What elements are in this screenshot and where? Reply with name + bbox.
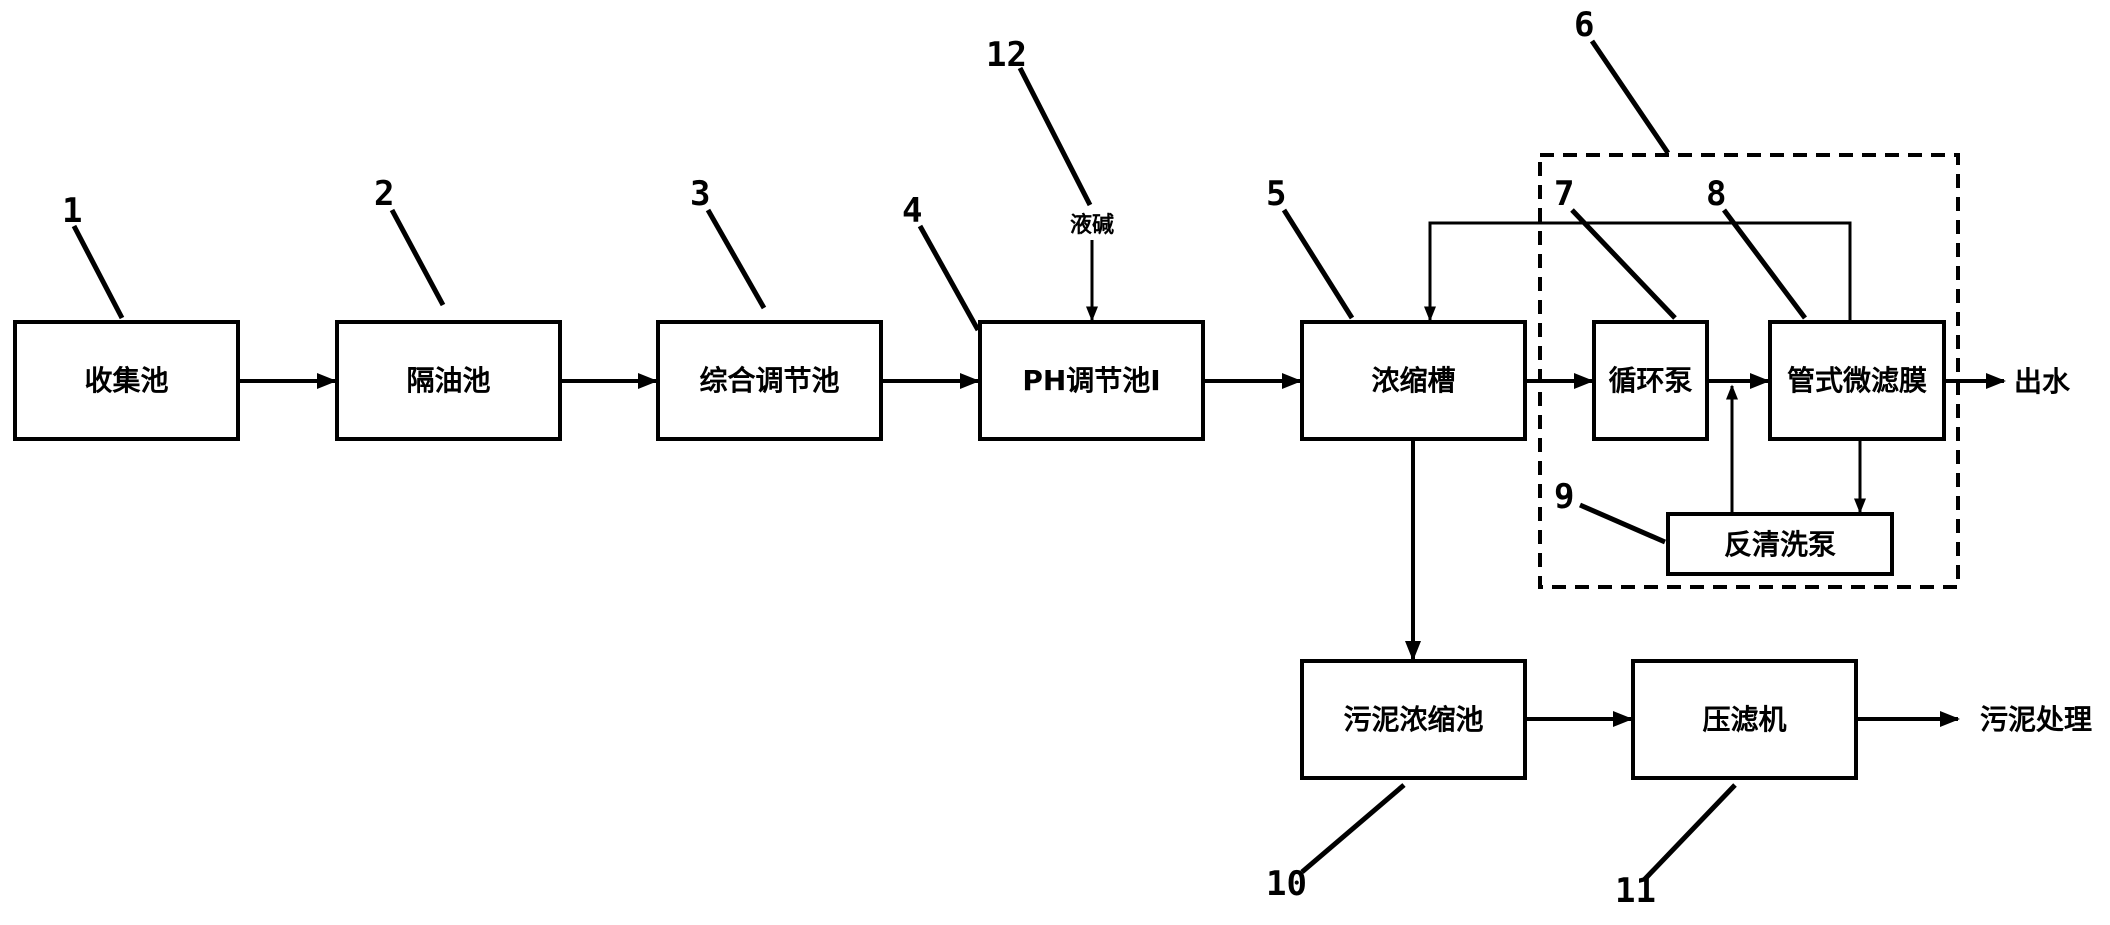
ref-10: 10	[1266, 783, 1406, 904]
box-ph-adjustment-tank: PH调节池Ⅰ	[978, 320, 1205, 441]
box-equalization-tank: 综合调节池	[656, 320, 883, 441]
box-thickening-tank: 浓缩槽	[1300, 320, 1527, 441]
alkali-label: 液碱	[1070, 212, 1114, 238]
ref-6-number: 6	[1574, 5, 1594, 45]
box-collection-tank: 收集池	[13, 320, 240, 441]
ref-7-number: 7	[1554, 174, 1574, 214]
ref-9-number: 9	[1554, 477, 1574, 517]
box-oil-separation-tank: 隔油池	[335, 320, 562, 441]
ref-5: 5	[1266, 174, 1355, 320]
box-tubular-microfiltration-membrane-label: 管式微滤膜	[1787, 364, 1927, 397]
box-tubular-microfiltration-membrane: 管式微滤膜	[1768, 320, 1946, 441]
ref-4: 4	[902, 191, 981, 332]
ref-10-number: 10	[1266, 864, 1307, 904]
box-collection-tank-label: 收集池	[84, 364, 168, 397]
ref-8-number: 8	[1706, 174, 1726, 214]
sludge-treatment-label: 污泥处理	[1980, 703, 2092, 736]
ref-8: 8	[1706, 174, 1807, 320]
outlet-label: 出水	[2014, 365, 2071, 398]
ref-5-number: 5	[1266, 174, 1286, 214]
recycle-line-8-to-5	[1424, 221, 1852, 322]
ref-6: 6	[1574, 5, 1671, 155]
box-equalization-tank-label: 综合调节池	[699, 364, 839, 397]
box-circulation-pump-label: 循环泵	[1608, 364, 1692, 397]
box-backwash-pump-label: 反清洗泵	[1724, 528, 1836, 561]
box-thickening-tank-label: 浓缩槽	[1371, 364, 1455, 397]
ref-9: 9	[1554, 477, 1666, 545]
ref-1-number: 1	[62, 191, 82, 231]
box-sludge-thickening-tank-label: 污泥浓缩池	[1343, 703, 1483, 736]
box-oil-separation-tank-label: 隔油池	[406, 364, 490, 397]
ref-2: 2	[374, 174, 446, 307]
box-filter-press: 压滤机	[1631, 659, 1858, 780]
ref-4-number: 4	[902, 191, 922, 231]
membrane-unit-enclosure	[1538, 153, 1960, 589]
ref-11: 11	[1615, 783, 1737, 911]
ref-1: 1	[62, 191, 125, 320]
box-backwash-pump: 反清洗泵	[1666, 512, 1894, 576]
box-ph-adjustment-tank-label: PH调节池Ⅰ	[1022, 364, 1160, 397]
box-circulation-pump: 循环泵	[1592, 320, 1709, 441]
ref-3: 3	[690, 174, 767, 310]
ref-2-number: 2	[374, 174, 394, 214]
ref-7: 7	[1554, 174, 1677, 320]
ref-12: 12	[986, 35, 1093, 207]
box-filter-press-label: 压滤机	[1702, 703, 1786, 736]
box-sludge-thickening-tank: 污泥浓缩池	[1300, 659, 1527, 780]
ref-3-number: 3	[690, 174, 710, 214]
